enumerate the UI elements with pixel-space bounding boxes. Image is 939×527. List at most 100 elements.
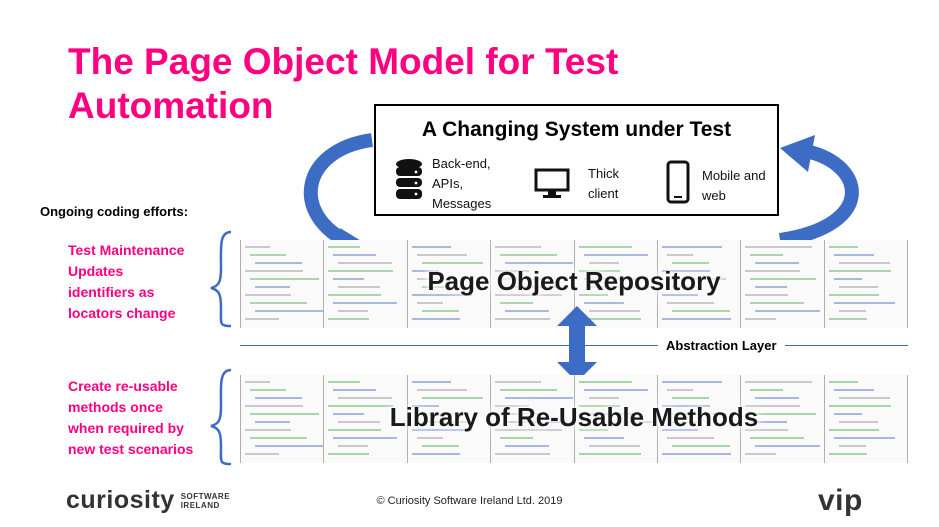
backend-label: Back-end, APIs, Messages (432, 156, 492, 211)
bottom-brace (210, 368, 232, 466)
code-line (838, 421, 878, 423)
code-line (588, 445, 640, 447)
code-line (255, 310, 323, 312)
code-line (828, 270, 891, 272)
code-line (333, 389, 377, 391)
code-thumbnail (407, 375, 492, 463)
code-line (750, 278, 817, 280)
code-line (661, 294, 698, 296)
code-line (588, 397, 619, 399)
code-line (328, 381, 361, 383)
code-thumbnail (324, 240, 408, 328)
code-line (328, 246, 361, 248)
code-line (495, 270, 530, 272)
code-thumbnail (324, 375, 408, 463)
code-line (333, 437, 398, 439)
system-under-test-title: A Changing System under Test (421, 118, 732, 141)
library-label: Library of Re-Usable Methods (389, 402, 759, 432)
code-line (328, 270, 394, 272)
code-line (416, 278, 455, 280)
code-line (245, 429, 291, 431)
code-line (583, 254, 648, 256)
code-line (411, 453, 460, 455)
code-line (583, 437, 624, 439)
code-line (250, 302, 307, 304)
code-line (416, 413, 455, 415)
code-line (495, 318, 551, 320)
code-line (671, 286, 697, 288)
page-object-repository-strip (240, 240, 908, 328)
code-line (328, 453, 370, 455)
code-line (421, 262, 483, 264)
code-line (745, 381, 813, 383)
code-line (578, 246, 632, 248)
code-line (250, 254, 286, 256)
code-line (505, 421, 562, 423)
code-line (755, 397, 800, 399)
code-line (338, 445, 369, 447)
code-line (671, 262, 709, 264)
code-line (505, 397, 574, 399)
code-line (411, 318, 460, 320)
code-line (661, 270, 710, 272)
code-line (838, 397, 890, 399)
code-line (671, 397, 709, 399)
code-line (495, 429, 563, 431)
code-thumbnail (824, 375, 908, 463)
code-line (588, 286, 652, 288)
code-line (666, 254, 693, 256)
code-line (245, 381, 270, 383)
mobile-web-label: Mobile and web (702, 168, 766, 203)
curiosity-logo: curiosity SOFTWARE IRELAND (66, 486, 231, 514)
code-thumbnail (240, 240, 325, 328)
code-line (411, 405, 439, 407)
code-line (245, 294, 291, 296)
code-line (416, 437, 443, 439)
code-line (338, 286, 381, 288)
code-line (255, 445, 323, 447)
code-line (833, 389, 874, 391)
page-object-repository-label: Page Object Repository (427, 266, 721, 296)
code-line (588, 310, 640, 312)
code-line (755, 421, 788, 423)
title-line-2: Automation (68, 85, 274, 126)
code-line (505, 445, 550, 447)
code-line (755, 262, 800, 264)
code-line (500, 278, 546, 280)
code-line (421, 445, 459, 447)
code-line (828, 246, 858, 248)
vip-logo: vip (818, 484, 863, 517)
code-line (245, 453, 279, 455)
code-line (411, 294, 472, 296)
mobile-phone-icon (666, 160, 690, 204)
right-curved-arrow (778, 143, 859, 247)
code-line (666, 278, 726, 280)
code-line (255, 397, 302, 399)
slide-title: The Page Object Model for Test Automatio… (68, 40, 768, 128)
double-arrow-icon (557, 306, 597, 382)
code-line (255, 286, 290, 288)
code-line (583, 302, 624, 304)
code-line (245, 405, 303, 407)
code-line (828, 294, 879, 296)
code-line (583, 278, 636, 280)
code-line (421, 286, 471, 288)
code-line (411, 429, 472, 431)
code-line (500, 254, 558, 256)
code-line (328, 294, 382, 296)
code-line (333, 254, 377, 256)
code-line (333, 278, 365, 280)
code-line (671, 421, 697, 423)
code-line (578, 381, 632, 383)
code-line (583, 413, 636, 415)
code-line (750, 437, 805, 439)
code-line (505, 262, 574, 264)
code-line (828, 429, 879, 431)
code-line (495, 294, 563, 296)
code-thumbnail (657, 240, 742, 328)
code-line (250, 437, 307, 439)
code-line (750, 413, 817, 415)
code-line (833, 302, 895, 304)
code-line (750, 254, 784, 256)
code-line (578, 429, 608, 431)
